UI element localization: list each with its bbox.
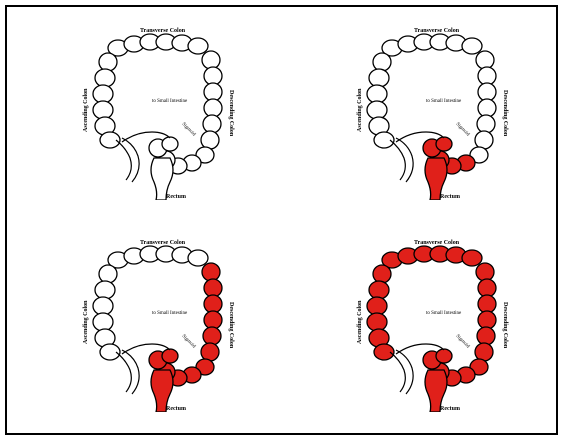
descending-label: Descending Colon [228, 90, 234, 137]
ascending-label: Ascending Colon [83, 300, 89, 344]
transverse-colon [108, 34, 208, 56]
transverse-colon [108, 246, 208, 268]
rectum-label: Rectum [440, 406, 460, 412]
panel-left-sided: Transverse Colon Ascending Colon Descend… [78, 232, 248, 412]
rectum-label: Rectum [166, 406, 186, 412]
descending-colon [196, 51, 222, 163]
small-intestine-label: to Small Intestine [426, 99, 462, 104]
ascending-colon [93, 265, 120, 360]
small-intestine-tube [390, 138, 413, 182]
rectum-label: Rectum [440, 194, 460, 200]
small-intestine-tube [390, 350, 413, 394]
panel-3-diagram: Transverse Colon Ascending Colon Descend… [78, 232, 248, 412]
ascending-label: Ascending Colon [83, 88, 89, 132]
transverse-label: Transverse Colon [140, 240, 186, 246]
descending-label: Descending Colon [502, 302, 508, 349]
transverse-colon [382, 246, 482, 268]
descending-label: Descending Colon [228, 302, 234, 349]
sigmoid-label: Sigmoid [181, 334, 197, 350]
ascending-label: Ascending Colon [357, 88, 363, 132]
small-intestine-tube [116, 350, 139, 394]
panel-4-diagram: Transverse Colon Ascending Colon Descend… [352, 232, 522, 412]
transverse-label: Transverse Colon [414, 240, 460, 246]
ascending-colon [367, 265, 394, 360]
panel-proctitis: Transverse Colon Ascending Colon Descend… [352, 20, 522, 200]
panel-normal: Transverse Colon Ascending Colon Descend… [78, 20, 248, 200]
rectum-label: Rectum [166, 194, 186, 200]
descending-colon [196, 263, 222, 375]
sigmoid-label: Sigmoid [181, 122, 197, 138]
ascending-colon [93, 53, 120, 148]
small-intestine-label: to Small Intestine [426, 311, 462, 316]
ascending-colon [367, 53, 394, 148]
descending-colon [470, 51, 496, 163]
transverse-label: Transverse Colon [140, 28, 186, 34]
transverse-label: Transverse Colon [414, 28, 460, 34]
small-intestine-tube [116, 138, 139, 182]
descending-label: Descending Colon [502, 90, 508, 137]
panel-2-diagram: Transverse Colon Ascending Colon Descend… [352, 20, 522, 200]
transverse-colon [382, 34, 482, 56]
descending-colon [470, 263, 496, 375]
sigmoid-label: Sigmoid [455, 334, 471, 350]
small-intestine-label: to Small Intestine [152, 311, 188, 316]
panel-1-diagram: Transverse Colon Ascending Colon Descend… [78, 20, 248, 200]
sigmoid-label: Sigmoid [455, 122, 471, 138]
ascending-label: Ascending Colon [357, 300, 363, 344]
small-intestine-label: to Small Intestine [152, 99, 188, 104]
panel-pancolitis: Transverse Colon Ascending Colon Descend… [352, 232, 522, 412]
